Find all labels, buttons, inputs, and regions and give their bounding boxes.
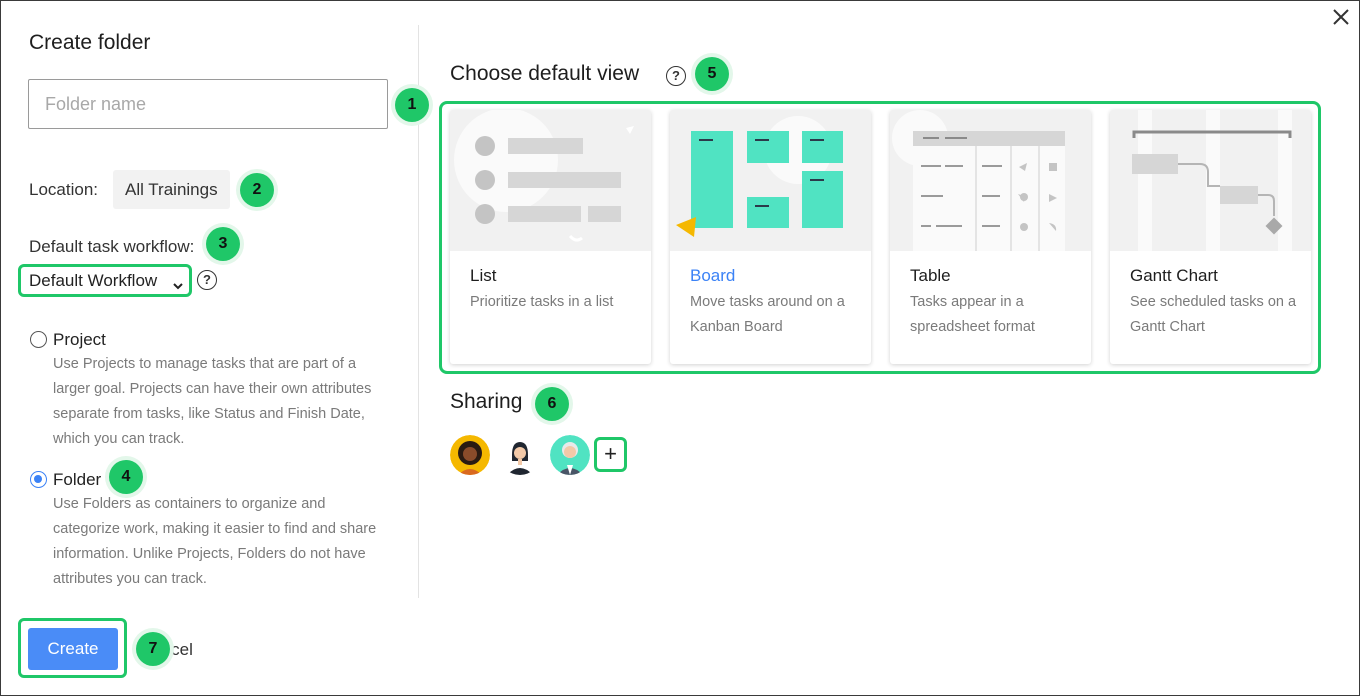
- workflow-select[interactable]: Default Workflow: [18, 264, 192, 297]
- view-card-title: Board: [690, 266, 736, 285]
- dialog-title: Create folder: [29, 31, 151, 54]
- view-card-title: Gantt Chart: [1130, 266, 1218, 285]
- close-icon[interactable]: [1329, 5, 1353, 29]
- create-button[interactable]: Create: [28, 628, 118, 670]
- location-label: Location:: [29, 180, 98, 199]
- location-select[interactable]: All Trainings: [113, 170, 230, 209]
- callout-badge-1: 1: [395, 88, 429, 122]
- board-view-illustration: [670, 110, 871, 251]
- project-radio[interactable]: [30, 331, 47, 348]
- callout-badge-5: 5: [695, 57, 729, 91]
- create-highlight: [18, 618, 127, 678]
- folder-option-description: Use Folders as containers to organize an…: [53, 496, 377, 587]
- callout-badge-4: 4: [109, 460, 143, 494]
- folder-option-label: Folder: [53, 470, 102, 489]
- view-card-title: List: [470, 266, 497, 285]
- workflow-label: Default task workflow:: [29, 237, 195, 256]
- view-card-gantt[interactable]: Gantt Chart See scheduled tasks on a Gan…: [1110, 110, 1311, 364]
- views-help-icon[interactable]: ?: [666, 66, 686, 86]
- project-option-label: Project: [53, 330, 106, 349]
- workflow-help-icon[interactable]: ?: [197, 270, 217, 290]
- gantt-view-illustration: [1110, 110, 1311, 251]
- avatar[interactable]: [500, 435, 540, 475]
- folder-radio[interactable]: [30, 471, 47, 488]
- avatar[interactable]: [550, 435, 590, 475]
- chevron-down-icon: [173, 273, 183, 300]
- avatar[interactable]: [450, 435, 490, 475]
- callout-badge-3: 3: [206, 227, 240, 261]
- callout-badge-6: 6: [535, 387, 569, 421]
- view-card-description: Move tasks around on a Kanban Board: [690, 294, 845, 335]
- view-card-description: Prioritize tasks in a list: [470, 294, 614, 310]
- callout-badge-2: 2: [240, 173, 274, 207]
- folder-name-input[interactable]: [28, 79, 388, 129]
- callout-badge-7: 7: [136, 632, 170, 666]
- view-card-description: See scheduled tasks on a Gantt Chart: [1130, 294, 1297, 335]
- view-card-description: Tasks appear in a spreadsheet format: [910, 294, 1035, 335]
- view-card-title: Table: [910, 266, 951, 285]
- workflow-selected-value: Default Workflow: [29, 271, 158, 290]
- views-heading: Choose default view: [450, 62, 640, 85]
- view-card-table[interactable]: Table Tasks appear in a spreadsheet form…: [890, 110, 1091, 364]
- sharing-heading: Sharing: [450, 390, 523, 413]
- column-divider: [418, 25, 419, 598]
- list-view-illustration: [450, 110, 651, 251]
- view-card-list[interactable]: List Prioritize tasks in a list: [450, 110, 651, 364]
- view-card-board[interactable]: Board Move tasks around on a Kanban Boar…: [670, 110, 871, 364]
- table-view-illustration: [890, 110, 1091, 251]
- add-share-button[interactable]: +: [594, 437, 627, 472]
- project-option-description: Use Projects to manage tasks that are pa…: [53, 356, 372, 447]
- views-highlight: [439, 101, 1321, 374]
